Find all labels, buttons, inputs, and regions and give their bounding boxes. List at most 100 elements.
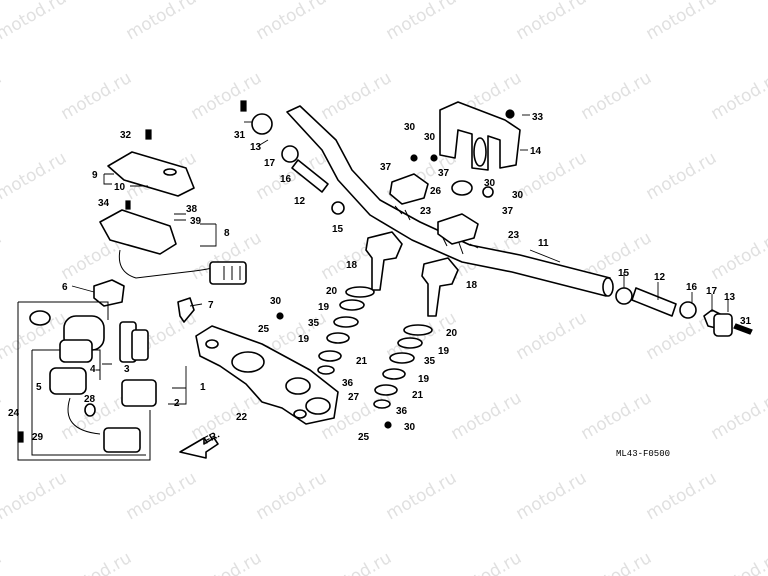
watermark-text: motod.ru [253,468,331,524]
watermark-text: motod.ru [578,68,656,124]
callout-36-right: 36 [396,406,408,417]
watermark-text: motod.ru [643,468,721,524]
callout-36-left: 36 [342,378,354,389]
callout-30-d: 30 [512,190,524,201]
callout-33: 33 [532,112,544,123]
handlebar-holder-upper [439,101,521,171]
top-bridge-part [195,325,339,425]
bracket-holder [93,279,125,307]
callout-13-left: 13 [250,142,262,153]
callout-25-left: 25 [258,324,270,335]
watermark-text: motod.ru [58,548,136,576]
callout-35-left: 35 [308,318,320,329]
callout-16-left: 16 [280,174,292,185]
callout-2: 2 [174,398,180,409]
watermark-text: motod.ru [253,0,331,44]
callout-30-b: 30 [424,132,436,143]
callout-34: 34 [98,198,110,209]
watermark-text: motod.ru [123,0,201,44]
callout-30-e: 30 [270,296,282,307]
watermark-text: motod.ru [513,468,591,524]
callout-13-right: 13 [724,292,736,303]
callout-19-c: 19 [438,346,450,357]
callout-15-right: 15 [618,268,630,279]
callout-32: 32 [120,130,132,141]
callout-3: 3 [124,364,130,375]
callout-30-a: 30 [404,122,416,133]
watermark-text: motod.ru [708,228,768,284]
callout-10: 10 [114,182,126,193]
watermark-text: motod.ru [448,388,526,444]
watermark-text: motod.ru [0,548,5,576]
watermark-text: motod.ru [0,468,70,524]
callout-14: 14 [530,146,542,157]
handlebar-riser-right [421,257,459,317]
callout-29: 29 [32,432,44,443]
watermark-text: motod.ru [318,548,396,576]
watermark-text: motod.ru [383,0,461,44]
handlebar-holder-clamp-upper [389,173,429,205]
watermark-text: motod.ru [0,148,70,204]
callout-23-lower: 23 [508,230,520,241]
watermark-text: motod.ru [643,0,721,44]
callout-17-left: 17 [264,158,276,169]
switch-box-assembly [99,209,247,285]
callout-25-right: 25 [358,432,370,443]
callout-19-d: 19 [418,374,430,385]
watermark-text: motod.ru [448,548,526,576]
watermark-text: motod.ru [578,548,656,576]
callout-30-c: 30 [484,178,496,189]
callout-37-c: 37 [502,206,514,217]
callout-16-right: 16 [686,282,698,293]
watermark-text: motod.ru [708,388,768,444]
callout-12-right: 12 [654,272,666,283]
callout-31-left: 31 [234,130,246,141]
callout-12-left: 12 [294,196,306,207]
callout-30-f: 30 [404,422,416,433]
watermark-text: motod.ru [318,68,396,124]
callout-20-left: 20 [326,286,338,297]
callout-21-left: 21 [356,356,368,367]
callout-21-right: 21 [412,390,424,401]
watermark-text: motod.ru [708,548,768,576]
key-blank [177,297,195,323]
callout-24: 24 [8,408,20,419]
watermark-text: motod.ru [188,388,266,444]
callout-1: 1 [200,382,206,393]
leader-lines [71,114,729,405]
watermark-text: motod.ru [0,0,70,44]
washer-stack-left [317,286,375,375]
watermark-text: motod.ru [513,308,591,364]
watermark-text: motod.ru [188,68,266,124]
watermark-text: motod.ru [708,68,768,124]
callout-9: 9 [92,170,98,181]
callout-19-b: 19 [298,334,310,345]
callout-20-right: 20 [446,328,458,339]
callout-5: 5 [36,382,42,393]
callout-18-right: 18 [466,280,478,291]
watermark-text: motod.ru [383,468,461,524]
bar-end-set-right [615,287,753,337]
callout-18-left: 18 [346,260,358,271]
callout-19-a: 19 [318,302,330,313]
watermark-text: motod.ru [643,148,721,204]
callout-17-right: 17 [706,286,718,297]
callout-7: 7 [208,300,214,311]
callout-4: 4 [90,364,96,375]
callout-37-a: 37 [380,162,392,173]
watermark-text: motod.ru [58,68,136,124]
watermark-text: motod.ru [513,148,591,204]
small-hardware-center [276,109,515,429]
callout-8: 8 [224,228,230,239]
front-direction-arrow: FR. [179,429,222,459]
callout-labels: 1 2 3 4 5 6 7 8 9 10 11 12 12 13 13 14 1… [8,112,752,443]
callout-35-right: 35 [424,356,436,367]
ignition-switch-parts [17,310,157,453]
callout-23-upper: 23 [420,206,432,217]
callout-39: 39 [190,216,202,227]
callout-31-right: 31 [740,316,752,327]
diagram-code: ML43-F0500 [616,449,670,459]
small-hardware-left [125,100,345,215]
callout-28: 28 [84,394,96,405]
callout-6: 6 [62,282,68,293]
